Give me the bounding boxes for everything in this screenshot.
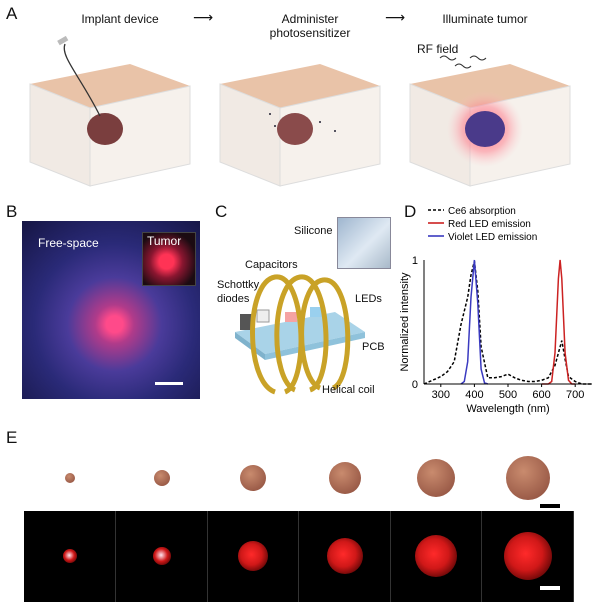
tumor-inset-label: Tumor	[147, 234, 182, 248]
panel-label-c: C	[215, 202, 228, 221]
capacitors-label: Capacitors	[245, 259, 298, 271]
tumor-fluorescence-1	[63, 549, 77, 563]
step-photosensitizer-caption: Administer photosensitizer	[269, 12, 351, 40]
schottky-diodes-label: Schottky diodes	[217, 279, 260, 305]
x-tick-label-2: 500	[499, 389, 517, 401]
legend-label-1: Red LED emission	[448, 219, 531, 230]
arrow-2-icon: ⟶	[385, 9, 406, 25]
step-illuminate-caption: Illuminate tumor	[442, 12, 528, 26]
x-axis-label: Wavelength (nm)	[466, 403, 549, 415]
scale-bar-e-top	[540, 504, 560, 508]
series-line-1	[541, 259, 576, 385]
silicone-inset-photo	[337, 217, 391, 269]
tumor-photos-row	[24, 448, 574, 508]
free-space-label: Free-space	[38, 236, 99, 250]
fluorescence-cell-2	[116, 511, 208, 602]
step-implant-caption: Implant device	[81, 12, 159, 26]
tumor-photo-6	[505, 456, 550, 500]
tumor-photo-3	[240, 465, 266, 491]
x-tick-label-3: 600	[532, 389, 550, 401]
fluorescence-cell-4	[299, 511, 391, 602]
device-schematic	[235, 274, 365, 395]
tumor-fluorescence-5	[415, 535, 457, 577]
pcb-label: PCB	[362, 341, 385, 353]
tumor-fluorescence-3	[238, 541, 268, 571]
tissue-block-2	[219, 64, 381, 187]
scale-bar-e-bottom	[540, 586, 560, 590]
leds-label: LEDs	[355, 293, 382, 305]
series-line-2	[460, 259, 489, 385]
rf-field-label: RF field	[417, 42, 459, 56]
legend-label-0: Ce6 absorption	[448, 206, 516, 217]
fluorescence-cell-1	[24, 511, 116, 602]
fluorescence-cell-5	[390, 511, 482, 602]
x-tick-label-4: 700	[566, 389, 584, 401]
fluorescence-cell-6	[482, 511, 574, 602]
x-tick-label-0: 300	[432, 389, 450, 401]
panel-label-a: A	[6, 4, 18, 23]
tumor-fluorescence-2	[152, 547, 171, 565]
x-tick-label-1: 400	[465, 389, 483, 401]
tissue-block-3	[409, 55, 571, 187]
arrow-1-icon: ⟶	[193, 9, 214, 25]
legend-label-2: Violet LED emission	[448, 232, 537, 243]
scale-bar-b	[155, 382, 183, 385]
panel-a-illustration	[29, 36, 571, 187]
tissue-block-1	[29, 36, 191, 187]
tumor-photo-2	[153, 470, 170, 486]
panel-label-e: E	[6, 428, 18, 447]
fluorescence-cell-3	[207, 511, 299, 602]
y-axis-label: Normalized intensity	[400, 272, 411, 372]
tumor-fluorescence-4	[326, 538, 363, 574]
helical-coil-label: Helical coil	[322, 384, 375, 396]
tumor-photo-1	[65, 473, 75, 483]
y-tick-label-1: 1	[412, 255, 418, 267]
y-tick-label-0: 0	[412, 379, 418, 391]
tumor-inset-photo	[142, 232, 196, 286]
panel-label-b: B	[6, 202, 18, 221]
series-line-0	[423, 261, 592, 385]
silicone-label: Silicone	[294, 225, 333, 237]
tumor-photo-5	[417, 459, 455, 497]
tumor-fluorescence-6	[503, 532, 552, 580]
tumor-photo-4	[328, 462, 361, 494]
panel-label-d: D	[404, 202, 417, 221]
tumor-fluorescence-row	[24, 511, 574, 602]
